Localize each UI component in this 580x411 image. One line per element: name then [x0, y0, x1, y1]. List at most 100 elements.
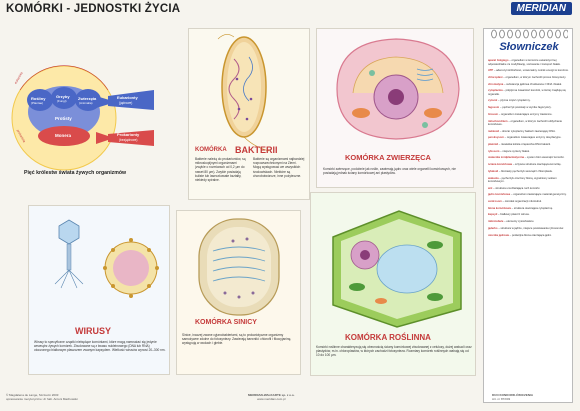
dictionary-term: ściana komórkowa: [488, 163, 513, 167]
plant-heading: KOMÓRKA ROŚLINNA: [345, 333, 431, 342]
dictionary-term: siateczka śródplazmatyczna: [488, 156, 524, 160]
prokaryota-sub-label: (bezjądrowe): [119, 138, 138, 142]
dictionary-definition: – pęcherzyk powstały w wyniku fagocytozy…: [499, 106, 552, 110]
kingdoms-caption: Pięć królestw świata żywych organizmów: [24, 170, 127, 176]
dictionary-entry: rybosom – miejsce syntezy białek.: [488, 150, 570, 154]
dictionary-term: mitochondrium: [488, 119, 508, 123]
dictionary-definition: – ośrodek organizacji mikrotubul.: [502, 200, 542, 204]
dictionary-entry: siateczka śródplazmatyczna – system błon…: [488, 156, 570, 160]
dictionary-definition: – podwójna błona otaczająca jądro.: [509, 233, 552, 237]
dictionary-definition: – organellum, w którym zachodzi proces f…: [503, 75, 567, 79]
dictionary-term: jądro komórkowe: [488, 193, 511, 197]
footer-left: © Magdalena de Lange, Szczecin 2003 opra…: [6, 393, 78, 401]
animals-label: Zwierzęta: [78, 96, 97, 101]
dictionary-entry: nukleoid – obszar cytoplazmy bakterii za…: [488, 130, 570, 134]
animal-cell-panel: KOMÓRKA ZWIERZĘCA Komórki zwierzęce, pod…: [316, 28, 474, 188]
dictionary-definition: – struktura otaczająca cytoplazmę.: [511, 206, 553, 210]
dictionary-entry: peroksysom – organellum zawierające enzy…: [488, 136, 570, 140]
protists-label: Protisty: [55, 116, 72, 121]
fungi-label: Grzyby: [56, 94, 70, 99]
bacteria-heading: BAKTERII: [235, 145, 278, 155]
viruses-text: Wirusy to specyficzne cząstki niebędące …: [34, 340, 166, 353]
dictionary-entry: centrosom – ośrodek organizacji mikrotub…: [488, 200, 570, 204]
dictionary-definition: – adenozynotrifosforan, uniwersalny nośn…: [493, 69, 569, 73]
dictionary-term: peroksysom: [488, 136, 504, 140]
footer-series: DUO KONKORD-ĆWICZENIA: [492, 393, 533, 397]
dictionary-term: ATP: [488, 69, 494, 73]
dictionary-definition: – błoniasty pęcherzyk wewnątrz chloropla…: [498, 169, 553, 173]
dictionary-term: aparat Golgiego: [488, 59, 509, 62]
dictionary-term: kapsyd: [488, 213, 498, 217]
dictionary-term: tylakoid: [488, 169, 499, 173]
footer-company: MERIDIAN-WALKARTE sp. z o.o.: [248, 393, 295, 397]
dictionary-entry: chloroplast – organellum, w którym zacho…: [488, 76, 570, 80]
dictionary-list: aparat Golgiego – organellum w komórce e…: [488, 59, 570, 240]
footer-center: MERIDIAN-WALKARTE sp. z o.o. www.meridia…: [248, 393, 295, 401]
eukaryota-sub-label: (jądrowe): [119, 101, 133, 105]
bacteria-heading-pre: KOMÓRKA: [195, 147, 227, 153]
dictionary-entry: lizosom – organellum zawierające enzymy …: [488, 113, 570, 117]
dictionary-term: chloroplast: [488, 75, 503, 79]
dictionary-entry: wić – struktura umożliwiająca ruch komór…: [488, 187, 570, 191]
dictionary-definition: – substancja jądrowa zbudowana z DNA i b…: [503, 82, 562, 86]
plants-label: Rośliny: [31, 96, 46, 101]
dictionary-term: cytoplazma: [488, 89, 503, 93]
page-title: KOMÓRKI - JEDNOSTKI ŻYCIA: [6, 3, 181, 15]
plants-sub-label: (Plantae): [31, 101, 44, 105]
animal-heading: KOMÓRKA ZWIERZĘCA: [345, 153, 431, 162]
dictionary-entry: cytoplazma – półpłynna zawartość komórki…: [488, 89, 570, 96]
dictionary-entry: tylakoid – błoniasty pęcherzyk wewnątrz …: [488, 170, 570, 174]
dictionary-entry: chromatyna – substancja jądrowa zbudowan…: [488, 83, 570, 87]
dictionary-definition: – organellum, w którym zachodzi oddychan…: [488, 119, 562, 127]
dictionary-term: cytozol: [488, 99, 498, 103]
dictionary-definition: – pęcherzyk otoczony błoną, wypełniony s…: [488, 176, 557, 184]
dictionary-entry: ściana komórkowa – sztywna struktura ota…: [488, 163, 570, 167]
dictionary-entry: plazmid – niewielka kolista cząsteczka D…: [488, 143, 570, 147]
dictionary-entry: jądro komórkowe – organellum zawierające…: [488, 193, 570, 197]
cyanobacteria-text: Sinice, inaczej zwane cyjanobakteriami, …: [182, 333, 292, 346]
footer-author: © Magdalena de Lange, Szczecin 2003: [6, 393, 59, 397]
cyanobacteria-heading: KOMÓRKA SINICY: [195, 319, 257, 326]
dictionary-definition: – organellum zawierające materiał genety…: [511, 193, 567, 197]
dictionary-definition: – miejsce syntezy białek.: [500, 149, 530, 153]
footer-article-number: Art. nr 87/003: [492, 397, 511, 401]
eukaryota-label: Eukarionty: [117, 95, 138, 100]
dictionary-definition: – niewielka kolista cząsteczka DNA bakte…: [498, 143, 551, 147]
dictionary-entry: wakuola – pęcherzyk otoczony błoną, wype…: [488, 177, 570, 184]
bacteria-text-right: Bakterie są organizmami najbardziej rozp…: [253, 157, 305, 178]
dictionary-definition: – obszar cytoplazmy bakterii zawierający…: [499, 129, 556, 133]
dictionary-term: rybosom: [488, 149, 500, 153]
dictionary-definition: – struktura w jądrze, miejsce powstawani…: [498, 226, 564, 230]
dictionary-term: nukleoid: [488, 129, 500, 133]
dictionary-definition: – półpłynna zawartość komórki, w której …: [488, 89, 566, 96]
dictionary-entry: błona komórkowa – struktura otaczająca c…: [488, 207, 570, 211]
dictionary-entry: ATP – adenozynotrifosforan, uniwersalny …: [488, 69, 570, 73]
dictionary-term: lizosom: [488, 112, 499, 116]
spiral-binding-icon: [491, 29, 568, 39]
dictionary-title: Słowniczek: [499, 41, 559, 53]
footer-right: DUO KONKORD-ĆWICZENIA Art. nr 87/003: [492, 393, 533, 401]
kingdoms-panel: eukariota prokariota Rośliny (Plantae) G…: [4, 60, 174, 200]
dictionary-definition: – sztywna struktura otaczająca komórkę.: [512, 163, 562, 167]
dictionary-term: błona komórkowa: [488, 206, 511, 210]
dictionary-term: mikrotubule: [488, 220, 504, 224]
monera-label: Monera: [55, 133, 72, 138]
viruses-panel: WIRUSY Wirusy to specyficzne cząstki nie…: [28, 205, 170, 375]
dictionary-term: wić: [488, 186, 493, 190]
dictionary-entry: mikrotubule – elementy cytoszkieletu.: [488, 220, 570, 224]
bacterium-illustration: [217, 34, 270, 152]
virus-illustration: [54, 219, 159, 298]
animal-cell-illustration: [336, 38, 460, 140]
dictionary-term: otoczka jądrowa: [488, 233, 509, 237]
bacteria-panel: KOMÓRKA BAKTERII Bakterie należą do prok…: [188, 28, 310, 200]
plant-cell-panel: KOMÓRKA ROŚLINNA Komórki roślinne charak…: [310, 192, 476, 376]
dictionary-definition: – organellum w komórce eukariotycznej od…: [488, 59, 561, 66]
dictionary-entry: jąderko – struktura w jądrze, miejsce po…: [488, 227, 570, 231]
dictionary-term: jąderko: [488, 226, 498, 230]
dictionary-entry: aparat Golgiego – organellum w komórce e…: [488, 59, 570, 66]
dictionary-term: wakuola: [488, 176, 499, 180]
dictionary-definition: – struktura umożliwiająca ruch komórki.: [493, 186, 541, 190]
dictionary-definition: – białkowy płaszcz wirusa.: [498, 213, 530, 217]
dictionary-definition: – płynna część cytoplazmy.: [498, 99, 531, 103]
animals-sub-label: (Animalia): [79, 101, 93, 105]
